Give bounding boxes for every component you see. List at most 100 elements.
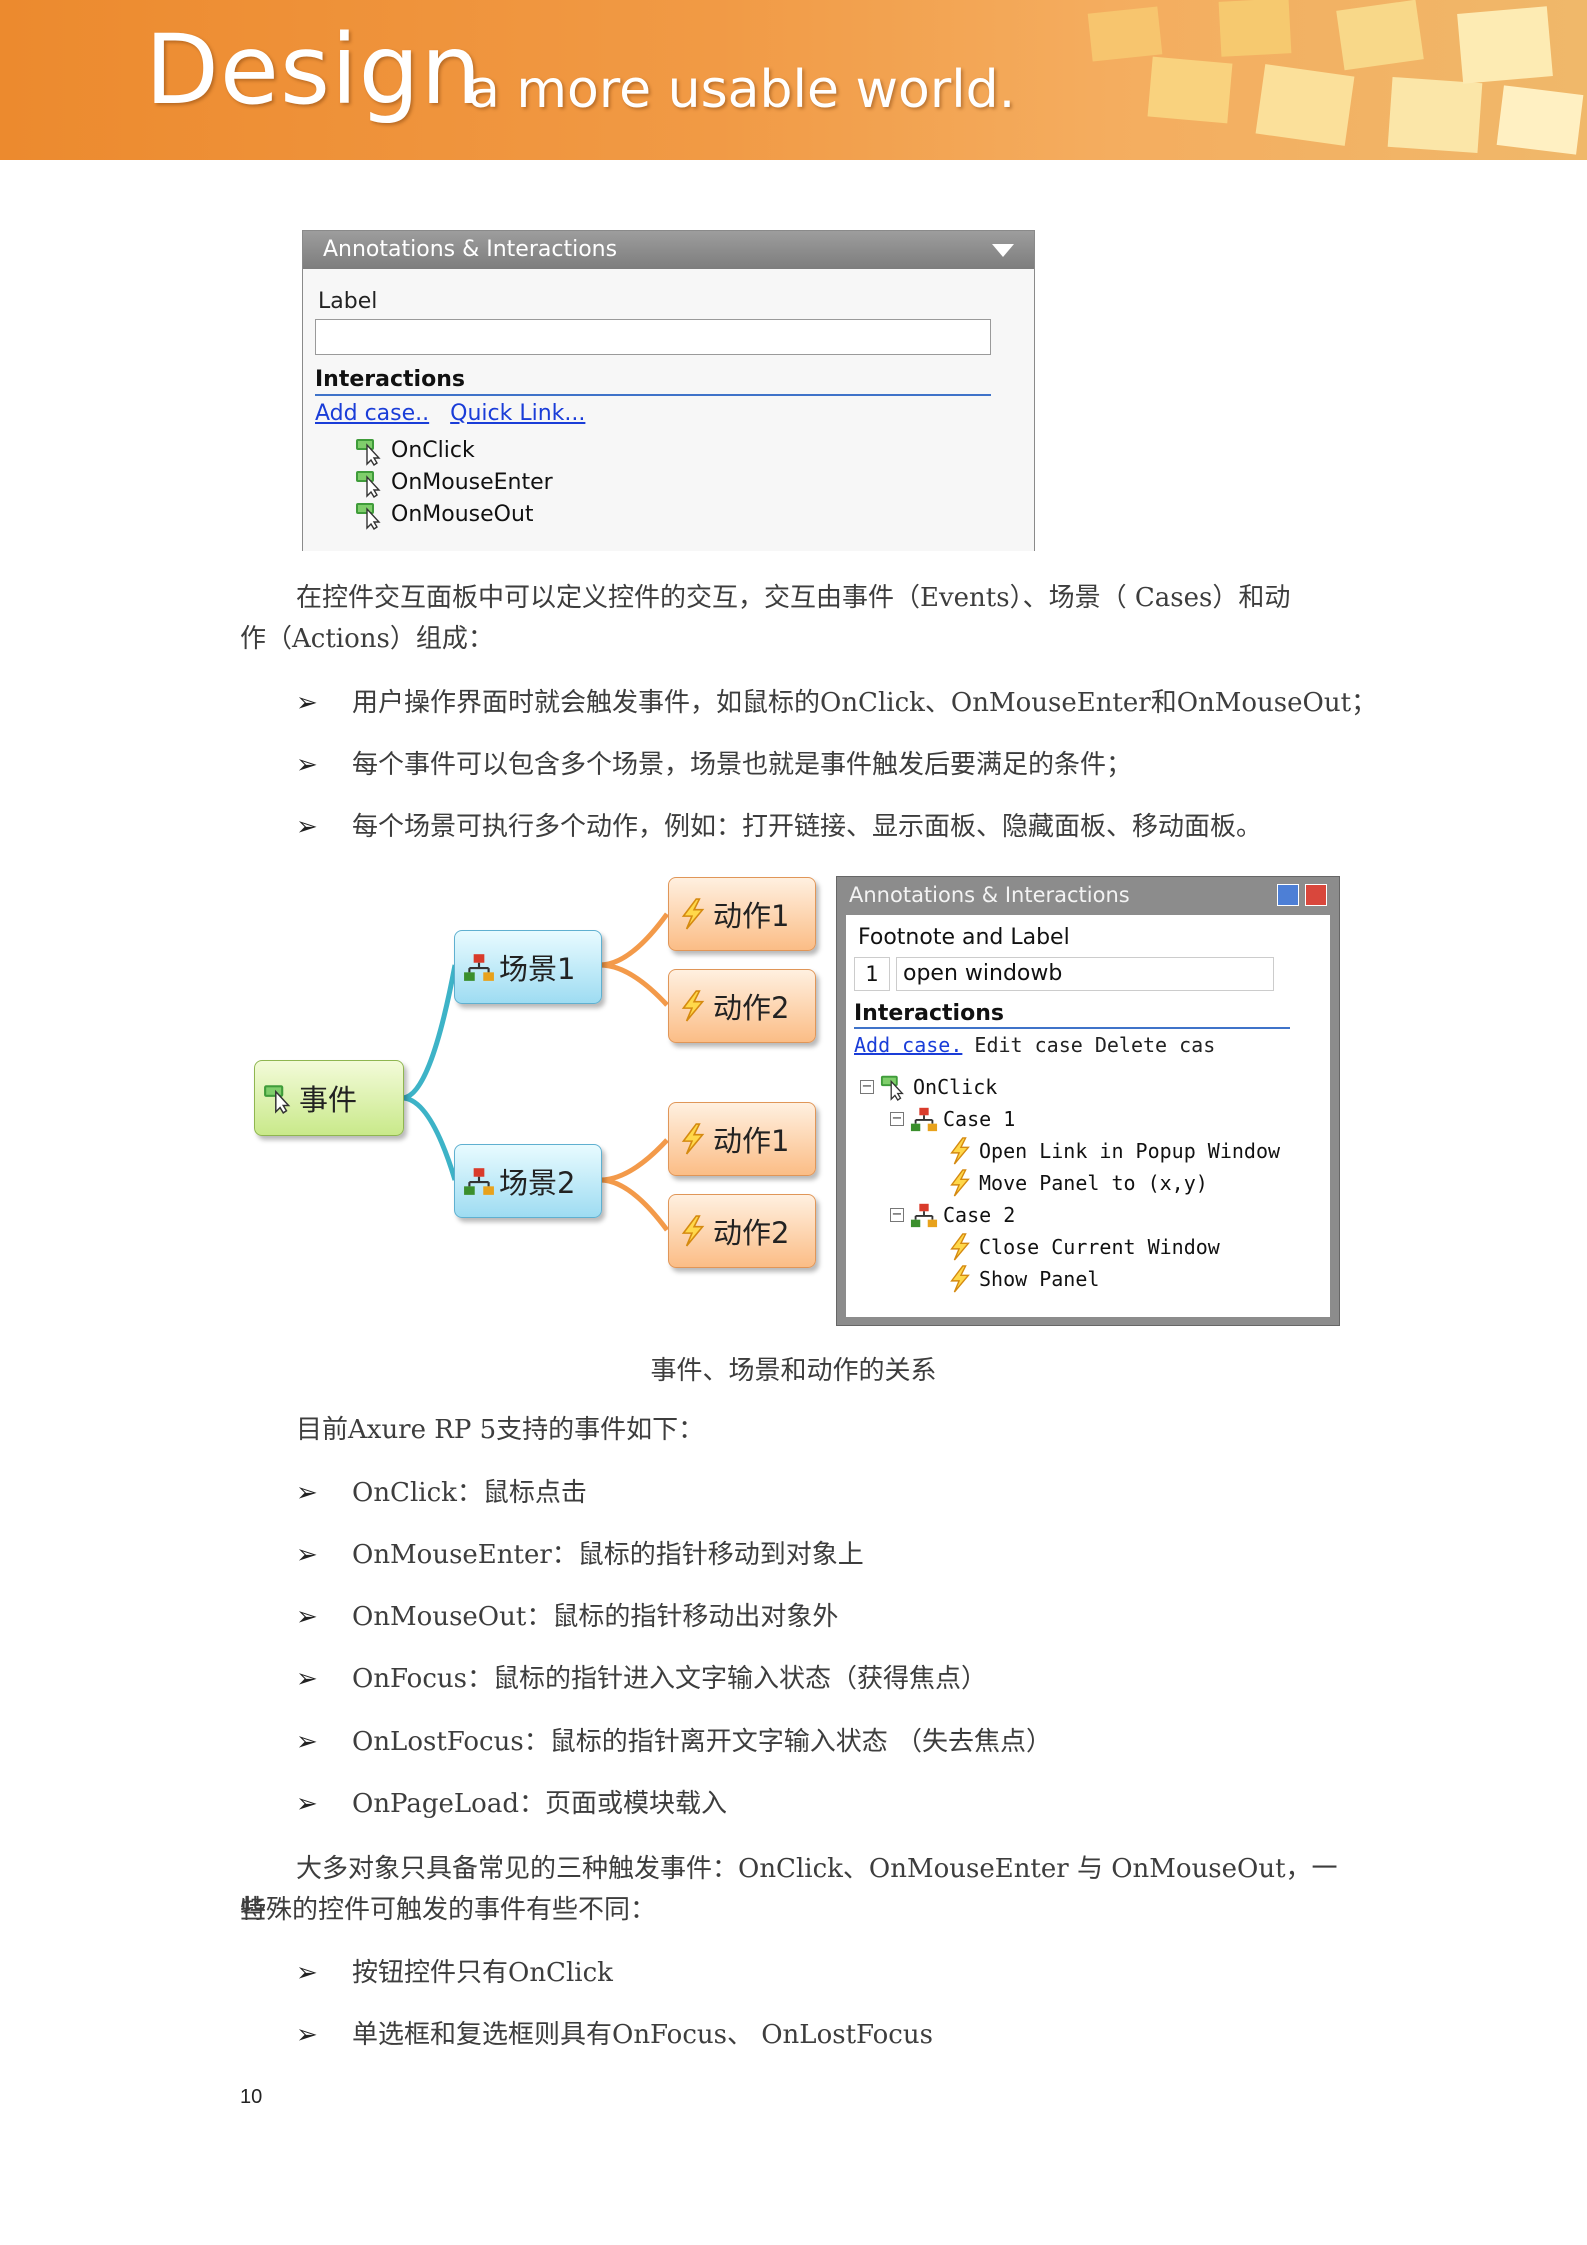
annotations-panel-screenshot: Annotations & Interactions Label Interac… — [302, 230, 1035, 551]
add-case-link[interactable]: Add case.. — [315, 401, 430, 426]
event-cursor-icon — [264, 1085, 291, 1114]
case-hierarchy-icon — [910, 1107, 938, 1132]
tree-action-row[interactable]: Show Panel — [946, 1264, 1099, 1294]
annotations-panel-screenshot-2: Annotations & Interactions Footnote and … — [836, 876, 1340, 1326]
bullet-marker: ➢ — [296, 750, 318, 780]
tree-case-row[interactable]: − Case 1 — [890, 1104, 1015, 1134]
bullet-item: ➢每个场景可执行多个动作，例如：打开链接、显示面板、隐藏面板、移动面板。 — [296, 809, 1262, 845]
label-input[interactable] — [315, 319, 991, 355]
collapse-toggle-icon[interactable]: − — [890, 1207, 904, 1222]
delete-case-button[interactable]: Delete cas — [1094, 1033, 1216, 1057]
tree-action-row[interactable]: Move Panel to (x,y) — [946, 1168, 1208, 1198]
tree-case-row[interactable]: − Case 2 — [890, 1200, 1015, 1230]
bullet-item: ➢OnFocus：鼠标的指针进入文字输入状态（获得焦点） — [296, 1661, 987, 1697]
interaction-links: Add case.. Quick Link... — [315, 401, 599, 426]
lightning-icon — [950, 1169, 970, 1197]
bullet-marker: ➢ — [296, 688, 318, 718]
interactions-heading: Interactions — [854, 1001, 1290, 1029]
restore-icon[interactable] — [1277, 884, 1299, 906]
event-case-action-diagram: 事件 场景1 场景2 动作1 动作2 动作1 动作2 — [250, 872, 1350, 1332]
bullet-marker: ➢ — [296, 1664, 318, 1694]
label-caption: Label — [318, 289, 378, 314]
lightning-icon — [681, 1123, 705, 1155]
tree-action-row[interactable]: Open Link in Popup Window — [946, 1136, 1280, 1166]
action-label: 动作2 — [713, 991, 790, 1025]
bullet-text: 单选框和复选框则具有OnFocus、 OnLostFocus — [352, 2020, 933, 2050]
tree-case-label: Case 1 — [943, 1107, 1016, 1131]
panel-title: Annotations & Interactions — [849, 883, 1130, 907]
action-label: 动作1 — [713, 1124, 790, 1158]
bullet-marker: ➢ — [296, 1478, 318, 1508]
event-item[interactable]: OnMouseOut — [355, 500, 534, 530]
bullet-marker: ➢ — [296, 1789, 318, 1819]
event-cursor-icon — [880, 1075, 904, 1101]
bullet-item: ➢ 按钮控件只有OnClick — [296, 1955, 613, 1991]
case-hierarchy-icon — [464, 954, 494, 981]
event-item[interactable]: OnMouseEnter — [355, 468, 553, 498]
summary-paragraph-line1: 大多对象只具备常见的三种触发事件：OnClick、OnMouseEnter 与 … — [240, 1854, 1338, 1925]
collapse-arrow-icon[interactable] — [992, 244, 1014, 257]
tree-event-label: OnClick — [913, 1075, 998, 1099]
tree-action-row[interactable]: Close Current Window — [946, 1232, 1220, 1262]
interactions-heading: Interactions — [315, 367, 991, 396]
header-banner: Design a more usable world. — [0, 0, 1587, 160]
lightning-icon — [681, 1215, 705, 1247]
bullet-item: ➢ OnPageLoad：页面或模块载入 — [296, 1786, 727, 1822]
event-node-label: 事件 — [299, 1083, 358, 1117]
event-item[interactable]: OnClick — [355, 436, 475, 466]
event-node: 事件 — [254, 1060, 404, 1136]
action-node: 动作2 — [668, 1194, 816, 1268]
tree-event-row[interactable]: − OnClick — [860, 1072, 997, 1102]
action-node: 动作1 — [668, 877, 816, 951]
event-cursor-icon — [356, 503, 381, 530]
panel-body: Footnote and Label 1 open windowb Intera… — [846, 915, 1330, 1317]
bullet-text: OnPageLoad：页面或模块载入 — [352, 1789, 727, 1819]
bullet-item: ➢OnMouseEnter：鼠标的指针移动到对象上 — [296, 1537, 864, 1573]
event-label: OnMouseEnter — [391, 470, 553, 495]
panel-title-bar: Annotations & Interactions — [303, 231, 1034, 269]
scene2-label: 场景2 — [499, 1166, 576, 1200]
event-cursor-icon — [356, 471, 381, 498]
event-label: OnMouseOut — [391, 502, 534, 527]
close-icon[interactable] — [1305, 884, 1327, 906]
summary-paragraph-line2: 特殊的控件可触发的事件有些不同： — [240, 1895, 657, 1925]
lightning-icon — [950, 1265, 970, 1293]
bullet-marker: ➢ — [296, 1958, 318, 1988]
tree-case-label: Case 2 — [943, 1203, 1016, 1227]
intro-paragraph-line2: 作（Actions）组成： — [240, 624, 494, 654]
bullet-marker: ➢ — [296, 1540, 318, 1570]
label-input[interactable]: open windowb — [896, 957, 1274, 991]
event-label: OnClick — [391, 438, 475, 463]
bullet-text: OnClick：鼠标点击 — [352, 1478, 587, 1508]
tree-action-label: Close Current Window — [979, 1235, 1220, 1259]
action-label: 动作1 — [713, 899, 790, 933]
bullet-text: 每个事件可以包含多个场景，场景也就是事件触发后要满足的条件； — [352, 750, 1133, 780]
edit-case-button[interactable]: Edit case — [974, 1033, 1083, 1057]
scene1-label: 场景1 — [499, 952, 576, 986]
lightning-icon — [681, 898, 705, 930]
case-toolbar: Add case. Edit case Delete cas — [854, 1033, 1215, 1057]
collapse-toggle-icon[interactable]: − — [890, 1111, 904, 1126]
lightning-icon — [950, 1233, 970, 1261]
add-case-link[interactable]: Add case. — [854, 1033, 963, 1057]
bullet-text: 用户操作界面时就会触发事件，如鼠标的OnClick、OnMouseEnter和O… — [352, 688, 1378, 718]
quick-link-link[interactable]: Quick Link... — [450, 401, 586, 426]
sticky-notes-decoration — [1087, 0, 1584, 155]
case-hierarchy-icon — [464, 1168, 494, 1195]
banner-tagline: a more usable world. — [468, 60, 1016, 120]
action-label: 动作2 — [713, 1216, 790, 1250]
panel-title: Annotations & Interactions — [323, 237, 618, 262]
tree-action-label: Move Panel to (x,y) — [979, 1171, 1208, 1195]
case-hierarchy-icon — [910, 1203, 938, 1228]
bullet-item: ➢ 用户操作界面时就会触发事件，如鼠标的OnClick、OnMouseEnter和… — [296, 685, 1377, 721]
events-intro: 目前Axure RP 5支持的事件如下： — [296, 1415, 705, 1445]
bullet-marker: ➢ — [296, 2020, 318, 2050]
action-node: 动作1 — [668, 1102, 816, 1176]
tree-action-label: Show Panel — [979, 1267, 1100, 1291]
collapse-toggle-icon[interactable]: − — [860, 1079, 874, 1094]
figure-caption: 事件、场景和动作的关系 — [650, 1356, 937, 1386]
lightning-icon — [681, 990, 705, 1022]
bullet-text: 按钮控件只有OnClick — [352, 1958, 613, 1988]
footnote-number-input[interactable]: 1 — [854, 957, 890, 991]
diagram-connectors — [401, 912, 670, 1232]
